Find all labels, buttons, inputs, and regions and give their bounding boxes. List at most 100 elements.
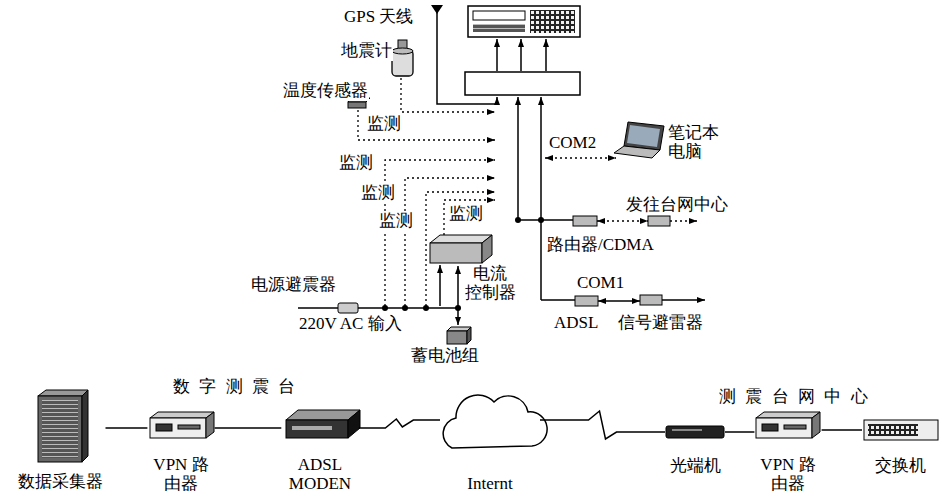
up-arrows bbox=[520, 39, 522, 71]
optical-terminal-icon bbox=[672, 429, 702, 431]
router-wiring bbox=[541, 299, 575, 301]
device-node: ADSL MODEN bbox=[281, 410, 358, 494]
switch-icon bbox=[864, 420, 938, 440]
internet-cloud-icon bbox=[443, 395, 547, 448]
vpn-router-icon bbox=[156, 424, 172, 431]
cable-link bbox=[215, 427, 282, 429]
part-label: 温度传感器 bbox=[282, 82, 369, 101]
laptop-icon bbox=[627, 125, 660, 147]
router-wiring bbox=[518, 219, 573, 221]
group-heading: 数字测震台 bbox=[172, 378, 306, 397]
junction-dots bbox=[382, 217, 544, 311]
controller-box bbox=[465, 72, 580, 95]
up-arrows bbox=[545, 39, 547, 71]
monitor-lines bbox=[597, 220, 648, 221]
power-wiring bbox=[298, 307, 458, 309]
optical-terminal-icon bbox=[666, 426, 724, 438]
router-icons bbox=[648, 216, 670, 226]
junction-dots bbox=[515, 217, 521, 223]
network-link bbox=[540, 411, 665, 439]
junction-dots bbox=[455, 305, 461, 311]
vpn-router-icon bbox=[812, 412, 820, 438]
recorder-device bbox=[468, 6, 580, 37]
device-node: VPN 路由器 bbox=[754, 412, 821, 494]
vpn-router-icon bbox=[756, 412, 820, 418]
recorder-device bbox=[473, 11, 525, 20]
current-controller-icon bbox=[430, 243, 482, 263]
seismometer-icon bbox=[392, 48, 413, 54]
junction-dots bbox=[382, 305, 388, 311]
part-label: 地震计 bbox=[340, 42, 393, 61]
gps-antenna bbox=[431, 5, 497, 104]
power-surge-protector-icon bbox=[338, 303, 358, 313]
laptop-icon bbox=[614, 146, 660, 158]
device-label: VPN 路由器 bbox=[150, 456, 211, 493]
switch-icon bbox=[864, 420, 938, 440]
battery-icon bbox=[447, 331, 467, 344]
part-label: 信号避雷器 bbox=[617, 314, 704, 333]
laptop-icon bbox=[614, 122, 664, 158]
recorder-device bbox=[530, 10, 575, 33]
switch-icon bbox=[868, 424, 918, 436]
adsl-modem-icon bbox=[348, 410, 360, 438]
up-arrows bbox=[496, 39, 498, 71]
network-link bbox=[359, 419, 440, 428]
battery-icon bbox=[467, 327, 471, 344]
laptop-icon bbox=[624, 122, 664, 150]
part-label: 发往台网中心 bbox=[625, 196, 729, 215]
device-label: Internt bbox=[467, 475, 512, 494]
part-label: 蓄电池组 bbox=[410, 347, 480, 366]
part-label: 监测 bbox=[366, 115, 402, 134]
internet-cloud-icon bbox=[443, 395, 547, 448]
data-collector-icon bbox=[38, 390, 88, 396]
monitor-lines bbox=[358, 110, 495, 140]
data-collector-icon bbox=[38, 390, 88, 462]
data-collector-icon bbox=[82, 390, 88, 462]
device-node: 数据采集器 bbox=[15, 395, 106, 492]
device-node: Internt bbox=[440, 386, 540, 494]
junction-dots bbox=[402, 305, 408, 311]
router-icons bbox=[573, 216, 597, 226]
vpn-router-icon bbox=[178, 425, 200, 429]
device-label: 光端机 bbox=[670, 457, 721, 476]
adsl-modem-icon bbox=[286, 410, 360, 438]
vpn-router-icon bbox=[150, 412, 214, 438]
battery-icon bbox=[447, 327, 471, 344]
router-wiring bbox=[517, 97, 519, 220]
cable-link bbox=[725, 431, 754, 433]
router-wiring bbox=[598, 300, 640, 302]
data-collector-icon bbox=[38, 396, 82, 462]
router-icons bbox=[573, 216, 670, 306]
monitor-lines bbox=[358, 78, 697, 306]
cable-link bbox=[106, 427, 148, 429]
adsl-modem-icon bbox=[292, 426, 332, 430]
router-icons bbox=[640, 295, 662, 305]
controller-box bbox=[465, 72, 580, 95]
vpn-router-icon bbox=[756, 412, 820, 438]
router-icons bbox=[575, 296, 598, 306]
part-label: GPS 天线 bbox=[343, 8, 414, 27]
temperature-sensor-icon bbox=[348, 102, 366, 108]
cable-link bbox=[822, 429, 862, 431]
part-label: 监测 bbox=[448, 205, 484, 224]
vpn-router-icon bbox=[784, 425, 806, 429]
device-node: 交换机 bbox=[862, 418, 938, 476]
recorder-device bbox=[468, 6, 580, 37]
part-label: 监测 bbox=[360, 184, 396, 203]
seismometer-icon bbox=[392, 40, 413, 76]
device-node: VPN 路由器 bbox=[147, 412, 214, 494]
group-heading: 测震台网中心 bbox=[718, 388, 878, 407]
monitor-lines bbox=[444, 200, 495, 235]
router-wiring bbox=[662, 299, 705, 301]
device-label: 交换机 bbox=[875, 457, 926, 476]
adsl-modem-icon bbox=[286, 410, 360, 420]
gps-antenna bbox=[437, 12, 497, 104]
part-label: 电流 控制器 bbox=[463, 265, 517, 302]
part-label: 电源避震器 bbox=[250, 276, 337, 295]
current-controller-icon bbox=[482, 235, 492, 263]
power-surge-protector-icon bbox=[338, 303, 358, 313]
router-wiring bbox=[540, 97, 542, 300]
power-wiring bbox=[439, 265, 441, 306]
recorder-device bbox=[473, 24, 525, 32]
